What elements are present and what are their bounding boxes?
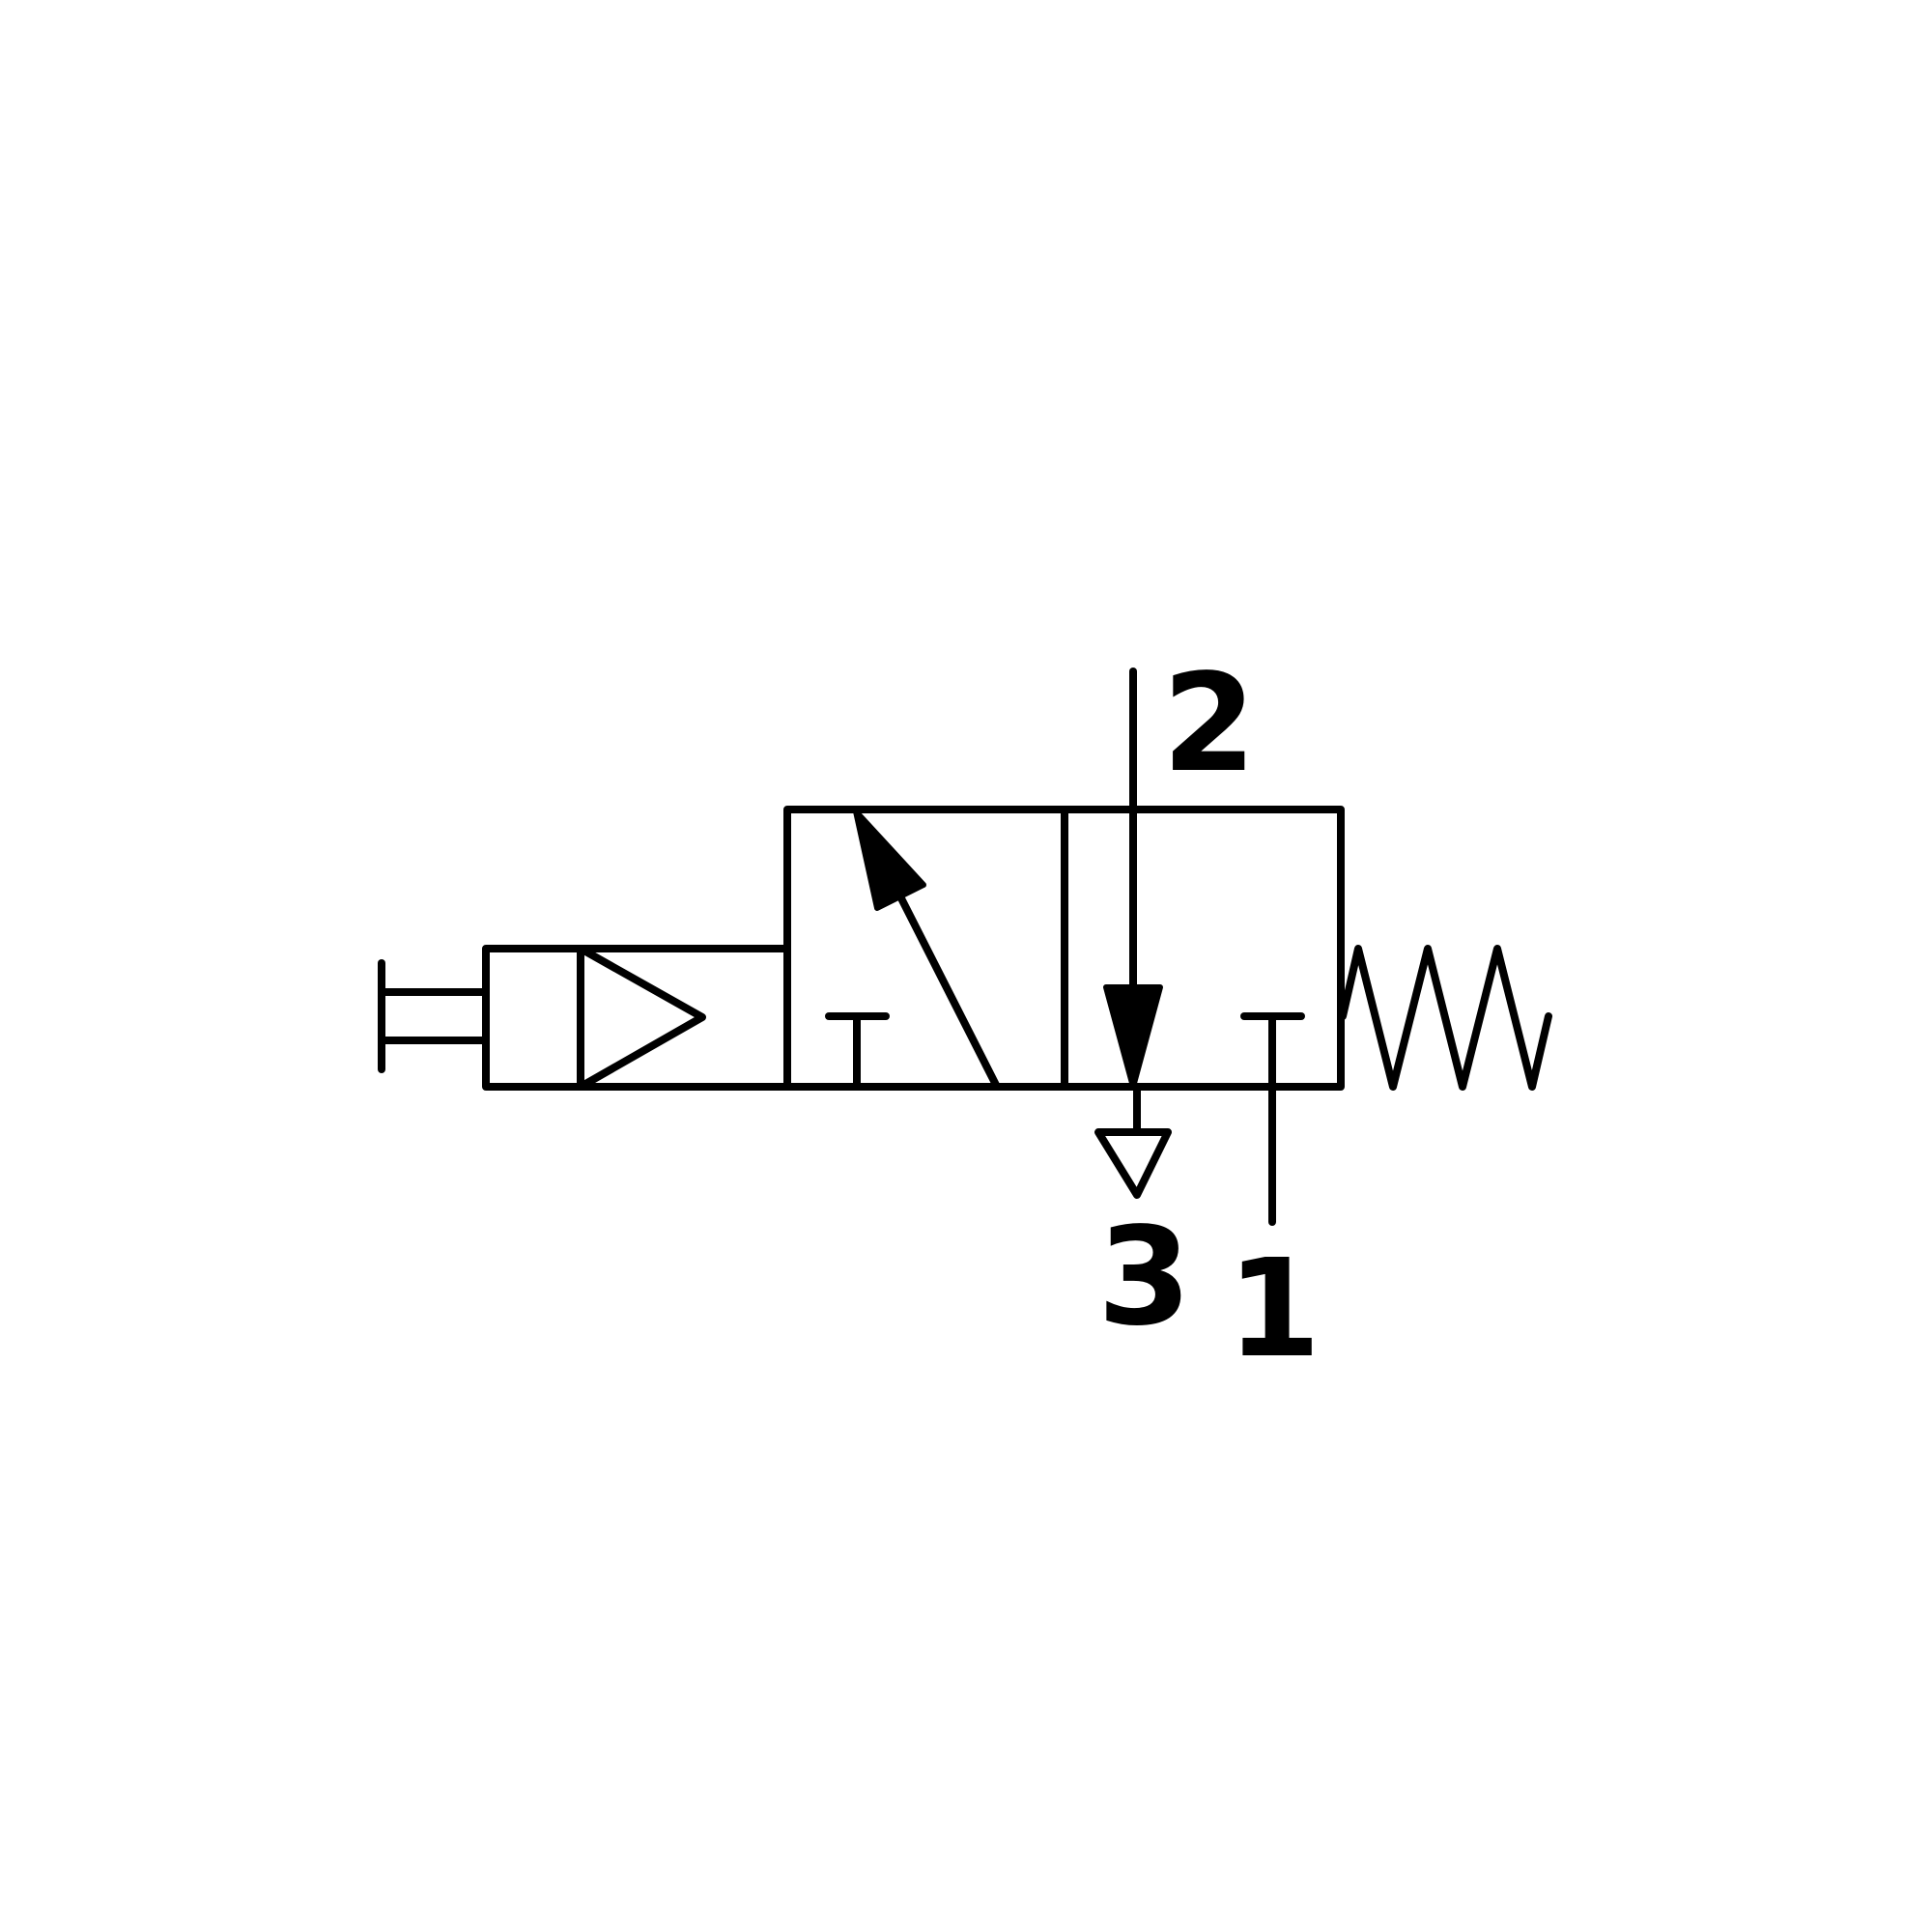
valve-body	[783, 806, 1345, 1091]
return-spring-icon	[1339, 945, 1552, 1091]
solenoid-actuator-icon	[482, 945, 791, 1091]
left-position-flow-arrow-icon	[853, 809, 1001, 1091]
manual-actuator-icon	[378, 959, 490, 1073]
left-position-blocked-port-icon	[825, 1012, 890, 1091]
right-position-blocked-port-icon	[1240, 1012, 1305, 1091]
right-position-flow-arrow-icon	[1103, 984, 1163, 1090]
exhaust-port-icon	[1094, 1083, 1172, 1199]
port-1-label: 1	[1227, 1231, 1321, 1388]
port-3-label: 3	[1097, 1199, 1191, 1356]
port-2-label: 2	[1162, 645, 1256, 803]
